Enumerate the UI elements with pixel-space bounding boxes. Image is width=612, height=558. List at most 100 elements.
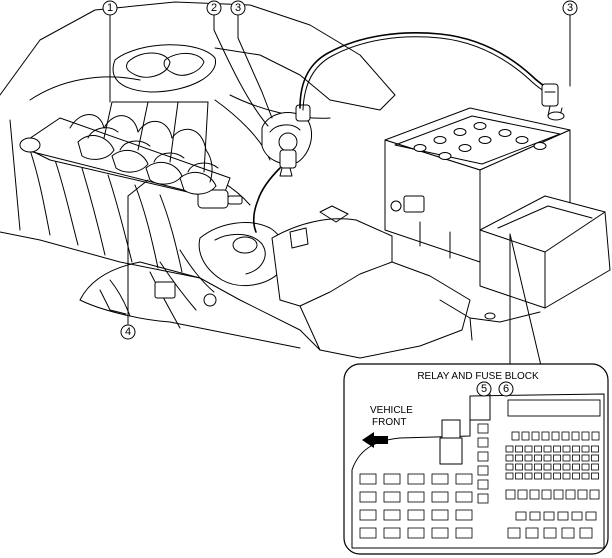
relay-lower-grid — [407, 509, 425, 521]
fuse-left-column — [477, 437, 489, 448]
vehicle-front-line2: FRONT — [372, 417, 406, 428]
fuse-grid-cell — [553, 454, 561, 462]
relay-right-row — [505, 489, 516, 500]
relay-lower-grid — [359, 491, 377, 503]
fuse-grid-cell — [591, 454, 599, 462]
fuse-grid-cell — [534, 454, 542, 462]
callout-1: 1 — [102, 0, 118, 16]
relay-lower-grid — [431, 473, 449, 485]
relay-lower-grid — [431, 527, 449, 539]
fuse-grid-cell — [572, 463, 580, 471]
relay-lower-grid — [383, 509, 401, 521]
fuse-grid-cell — [505, 472, 514, 480]
fuse-top-row — [571, 431, 580, 441]
fuse-grid-cell — [515, 472, 523, 480]
relay-right-row2 — [515, 511, 527, 521]
throttle-body — [159, 222, 286, 311]
fuse-grid-cell — [591, 472, 599, 480]
fuse-grid-cell — [534, 472, 542, 480]
fuse-grid-cell — [553, 463, 561, 471]
fuse-top-row — [521, 431, 530, 441]
fuse-grid-cell — [591, 463, 599, 471]
callout-5-label: 5 — [481, 383, 487, 395]
fuse-grid-cell — [524, 463, 533, 471]
relay-lower-grid — [383, 527, 401, 539]
fuse-grid-cell — [534, 463, 542, 471]
fuse-grid-cell — [543, 445, 552, 453]
fuse-grid-cell — [581, 445, 590, 453]
fuse-left-column — [477, 465, 489, 476]
battery-caps — [413, 122, 547, 160]
callout-3a-label: 3 — [235, 2, 241, 14]
relay-fuse-block — [479, 195, 611, 309]
relay-bottom — [507, 527, 521, 539]
callout-5: 5 — [476, 381, 492, 397]
fuse-grid-cell — [505, 454, 514, 462]
callout-2: 2 — [206, 0, 222, 16]
fuse-grid-cell — [515, 454, 523, 462]
fuse-grid-cell — [543, 454, 552, 462]
fuse-top-row — [581, 431, 590, 441]
fuse-grid-cell — [562, 454, 571, 462]
fuse-grid-cell — [553, 472, 561, 480]
relay-right-row2 — [571, 511, 583, 521]
relay-lower-grid — [359, 473, 377, 485]
fuse-grid-cell — [581, 454, 590, 462]
fuse-grid-cell — [543, 472, 552, 480]
relay-lower-grid — [383, 491, 401, 503]
main-relay-block — [439, 419, 463, 465]
relay-right-row — [577, 489, 588, 500]
fuse-grid-cell — [562, 472, 571, 480]
relay-lower-grid — [359, 509, 377, 521]
fuse-grid-cell — [524, 472, 533, 480]
fuse-left-column — [477, 423, 489, 434]
relay-lower-grid — [455, 509, 473, 521]
fuse-grid-cell — [572, 445, 580, 453]
relay-lower-grid — [455, 473, 473, 485]
fuse-top-row — [551, 431, 560, 441]
vehicle-front-line1: VEHICLE — [370, 405, 413, 416]
fuse-grid-cell — [562, 445, 571, 453]
relay-lower-grid — [359, 527, 377, 539]
fuse-top-row — [531, 431, 540, 441]
fuse-left-column — [477, 479, 489, 490]
relay-lower-grid — [431, 509, 449, 521]
fuse-top-row — [561, 431, 570, 441]
callout-6-label: 6 — [503, 383, 509, 395]
fuse-grid-cell — [553, 445, 561, 453]
relay-bottom — [525, 527, 539, 539]
fuel-injectors — [69, 114, 219, 195]
relay-right-row — [589, 489, 600, 500]
fuse-grid-cell — [581, 472, 590, 480]
fuse-left-column — [477, 493, 489, 504]
relay-lower-grid — [431, 491, 449, 503]
fuse-grid — [359, 423, 600, 539]
relay-right-row — [565, 489, 576, 500]
hose-connector-sensor — [541, 83, 565, 121]
fuse-grid-cell — [505, 463, 514, 471]
fuse-left-column — [477, 451, 489, 462]
relay-right-row2 — [585, 511, 597, 521]
relay-right-row — [553, 489, 564, 500]
relay-right-row — [541, 489, 552, 500]
relay-lower-grid — [383, 473, 401, 485]
relay-lower-grid — [407, 527, 425, 539]
relay-lower-grid — [407, 491, 425, 503]
relay-right-row2 — [557, 511, 569, 521]
relay-lower-grid — [407, 473, 425, 485]
arrow-left-icon — [362, 432, 388, 448]
fuse-grid-cell — [524, 445, 533, 453]
fuse-grid-cell — [534, 445, 542, 453]
relay-right-row2 — [529, 511, 541, 521]
relay-right-row2 — [543, 511, 555, 521]
relay-bottom — [543, 527, 557, 539]
callout-4: 4 — [120, 324, 136, 340]
fuse-top-row — [511, 431, 520, 441]
callout-4-label: 4 — [125, 326, 131, 338]
body-lower — [439, 299, 541, 341]
fuel-pressure-sensor — [261, 104, 313, 177]
callout-3-pressure-sensor: 3 — [230, 0, 246, 16]
fuse-grid-cell — [562, 463, 571, 471]
relay-bottom — [561, 527, 575, 539]
